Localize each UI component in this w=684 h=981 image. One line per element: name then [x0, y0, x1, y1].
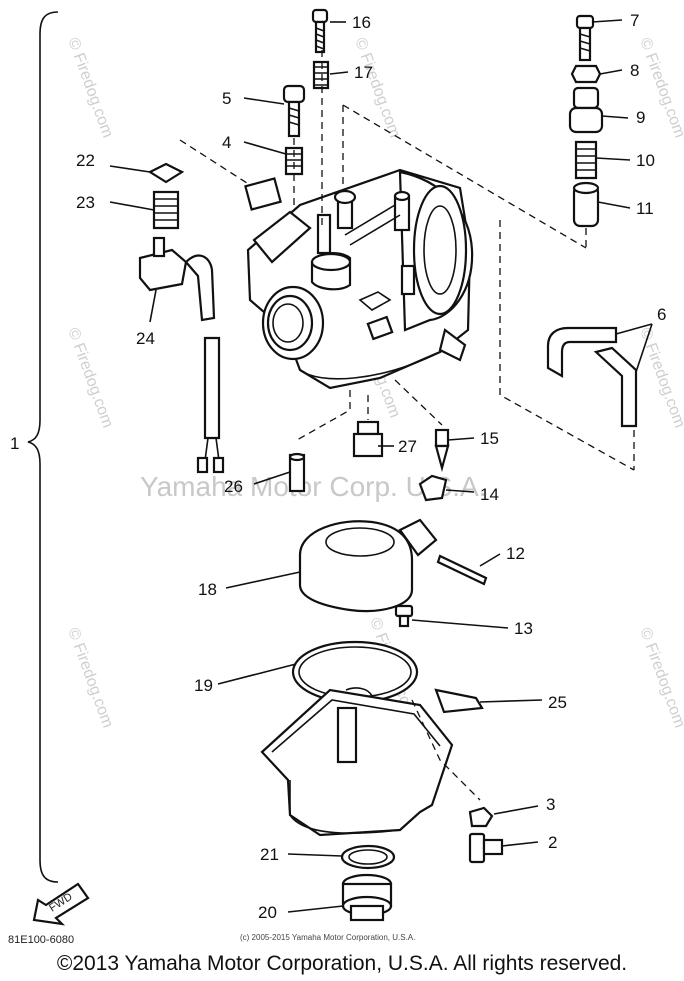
callout-27: 27 [398, 437, 417, 456]
callout-8: 8 [630, 61, 639, 80]
part-27-jet [352, 420, 384, 458]
callout-24: 24 [136, 329, 155, 348]
fwd-arrow: FWD [32, 882, 90, 926]
part-12-pin [436, 554, 488, 586]
part-22-cap [147, 162, 185, 184]
part-16-screw [311, 8, 329, 54]
part-23-spring [152, 190, 180, 230]
part-18-float [298, 518, 438, 613]
part-17-spring [312, 60, 330, 90]
callout-17: 17 [354, 63, 373, 82]
inline-notice: (c) 2005-2015 Yamaha Motor Corporation, … [240, 933, 415, 942]
callout-5: 5 [222, 89, 231, 108]
callout-14: 14 [480, 485, 499, 504]
part-24-sensor [138, 236, 225, 474]
callout-10: 10 [636, 151, 655, 170]
part-19-gasket [291, 640, 419, 704]
part-7-screw [575, 14, 595, 62]
part-4-spring [284, 146, 304, 176]
part-6-hoses [546, 326, 638, 428]
callout-2: 2 [548, 833, 557, 852]
watermark-left-1: © Firedog.com [64, 36, 116, 141]
carburetor-body [244, 168, 474, 390]
side-watermarks: © Firedog.com © Firedog.com © Firedog.co… [64, 36, 684, 731]
watermark-left-2: © Firedog.com [64, 326, 116, 431]
callout-4: 4 [222, 133, 231, 152]
callout-6: 6 [657, 305, 666, 324]
callout-16: 16 [352, 13, 371, 32]
part-13-screw [394, 604, 414, 628]
callout-15: 15 [480, 429, 499, 448]
part-8-nut [570, 64, 602, 84]
callout-18: 18 [198, 580, 217, 599]
callout-1: 1 [10, 434, 19, 453]
callout-labels: 1 2 3 4 5 6 7 8 9 10 11 12 13 14 15 16 1… [10, 11, 666, 922]
callout-25: 25 [548, 693, 567, 712]
callout-9: 9 [636, 108, 645, 127]
callout-3: 3 [546, 795, 555, 814]
carburetor-exploded-diagram: © Firedog.com © Firedog.com © Firedog.co… [8, 8, 684, 946]
callout-11: 11 [636, 199, 654, 218]
callout-12: 12 [506, 544, 525, 563]
assembly-brace [27, 11, 59, 883]
assembly-lines [179, 50, 635, 801]
part-10-spring [574, 140, 598, 180]
part-11-plunger [572, 181, 600, 228]
watermark-right-2: © Firedog.com [636, 326, 684, 431]
callout-19: 19 [194, 676, 213, 695]
part-26-jet [288, 452, 306, 493]
leader-lines [109, 19, 653, 913]
callout-13: 13 [514, 619, 533, 638]
part-14-clip [418, 474, 448, 502]
footer-copyright: ©2013 Yamaha Motor Corporation, U.S.A. A… [56, 952, 628, 975]
callout-26: 26 [224, 477, 243, 496]
part-9-cap [568, 86, 604, 134]
part-25-bracket [434, 688, 484, 714]
watermark-left-3: © Firedog.com [64, 626, 116, 731]
part-3-washer [468, 806, 494, 828]
callout-20: 20 [258, 903, 277, 922]
part-5-screw [282, 84, 306, 138]
diagram-code: 81E100-6080 [8, 934, 74, 946]
part-2-screw [468, 832, 504, 864]
watermark-right-3: © Firedog.com [636, 626, 684, 731]
float-bowl [260, 687, 454, 837]
callout-21: 21 [260, 845, 279, 864]
callout-7: 7 [630, 11, 639, 30]
part-20-drain-plug [341, 873, 393, 922]
part-15-needle-valve [434, 428, 450, 473]
callout-22: 22 [76, 151, 95, 170]
callout-23: 23 [76, 193, 95, 212]
